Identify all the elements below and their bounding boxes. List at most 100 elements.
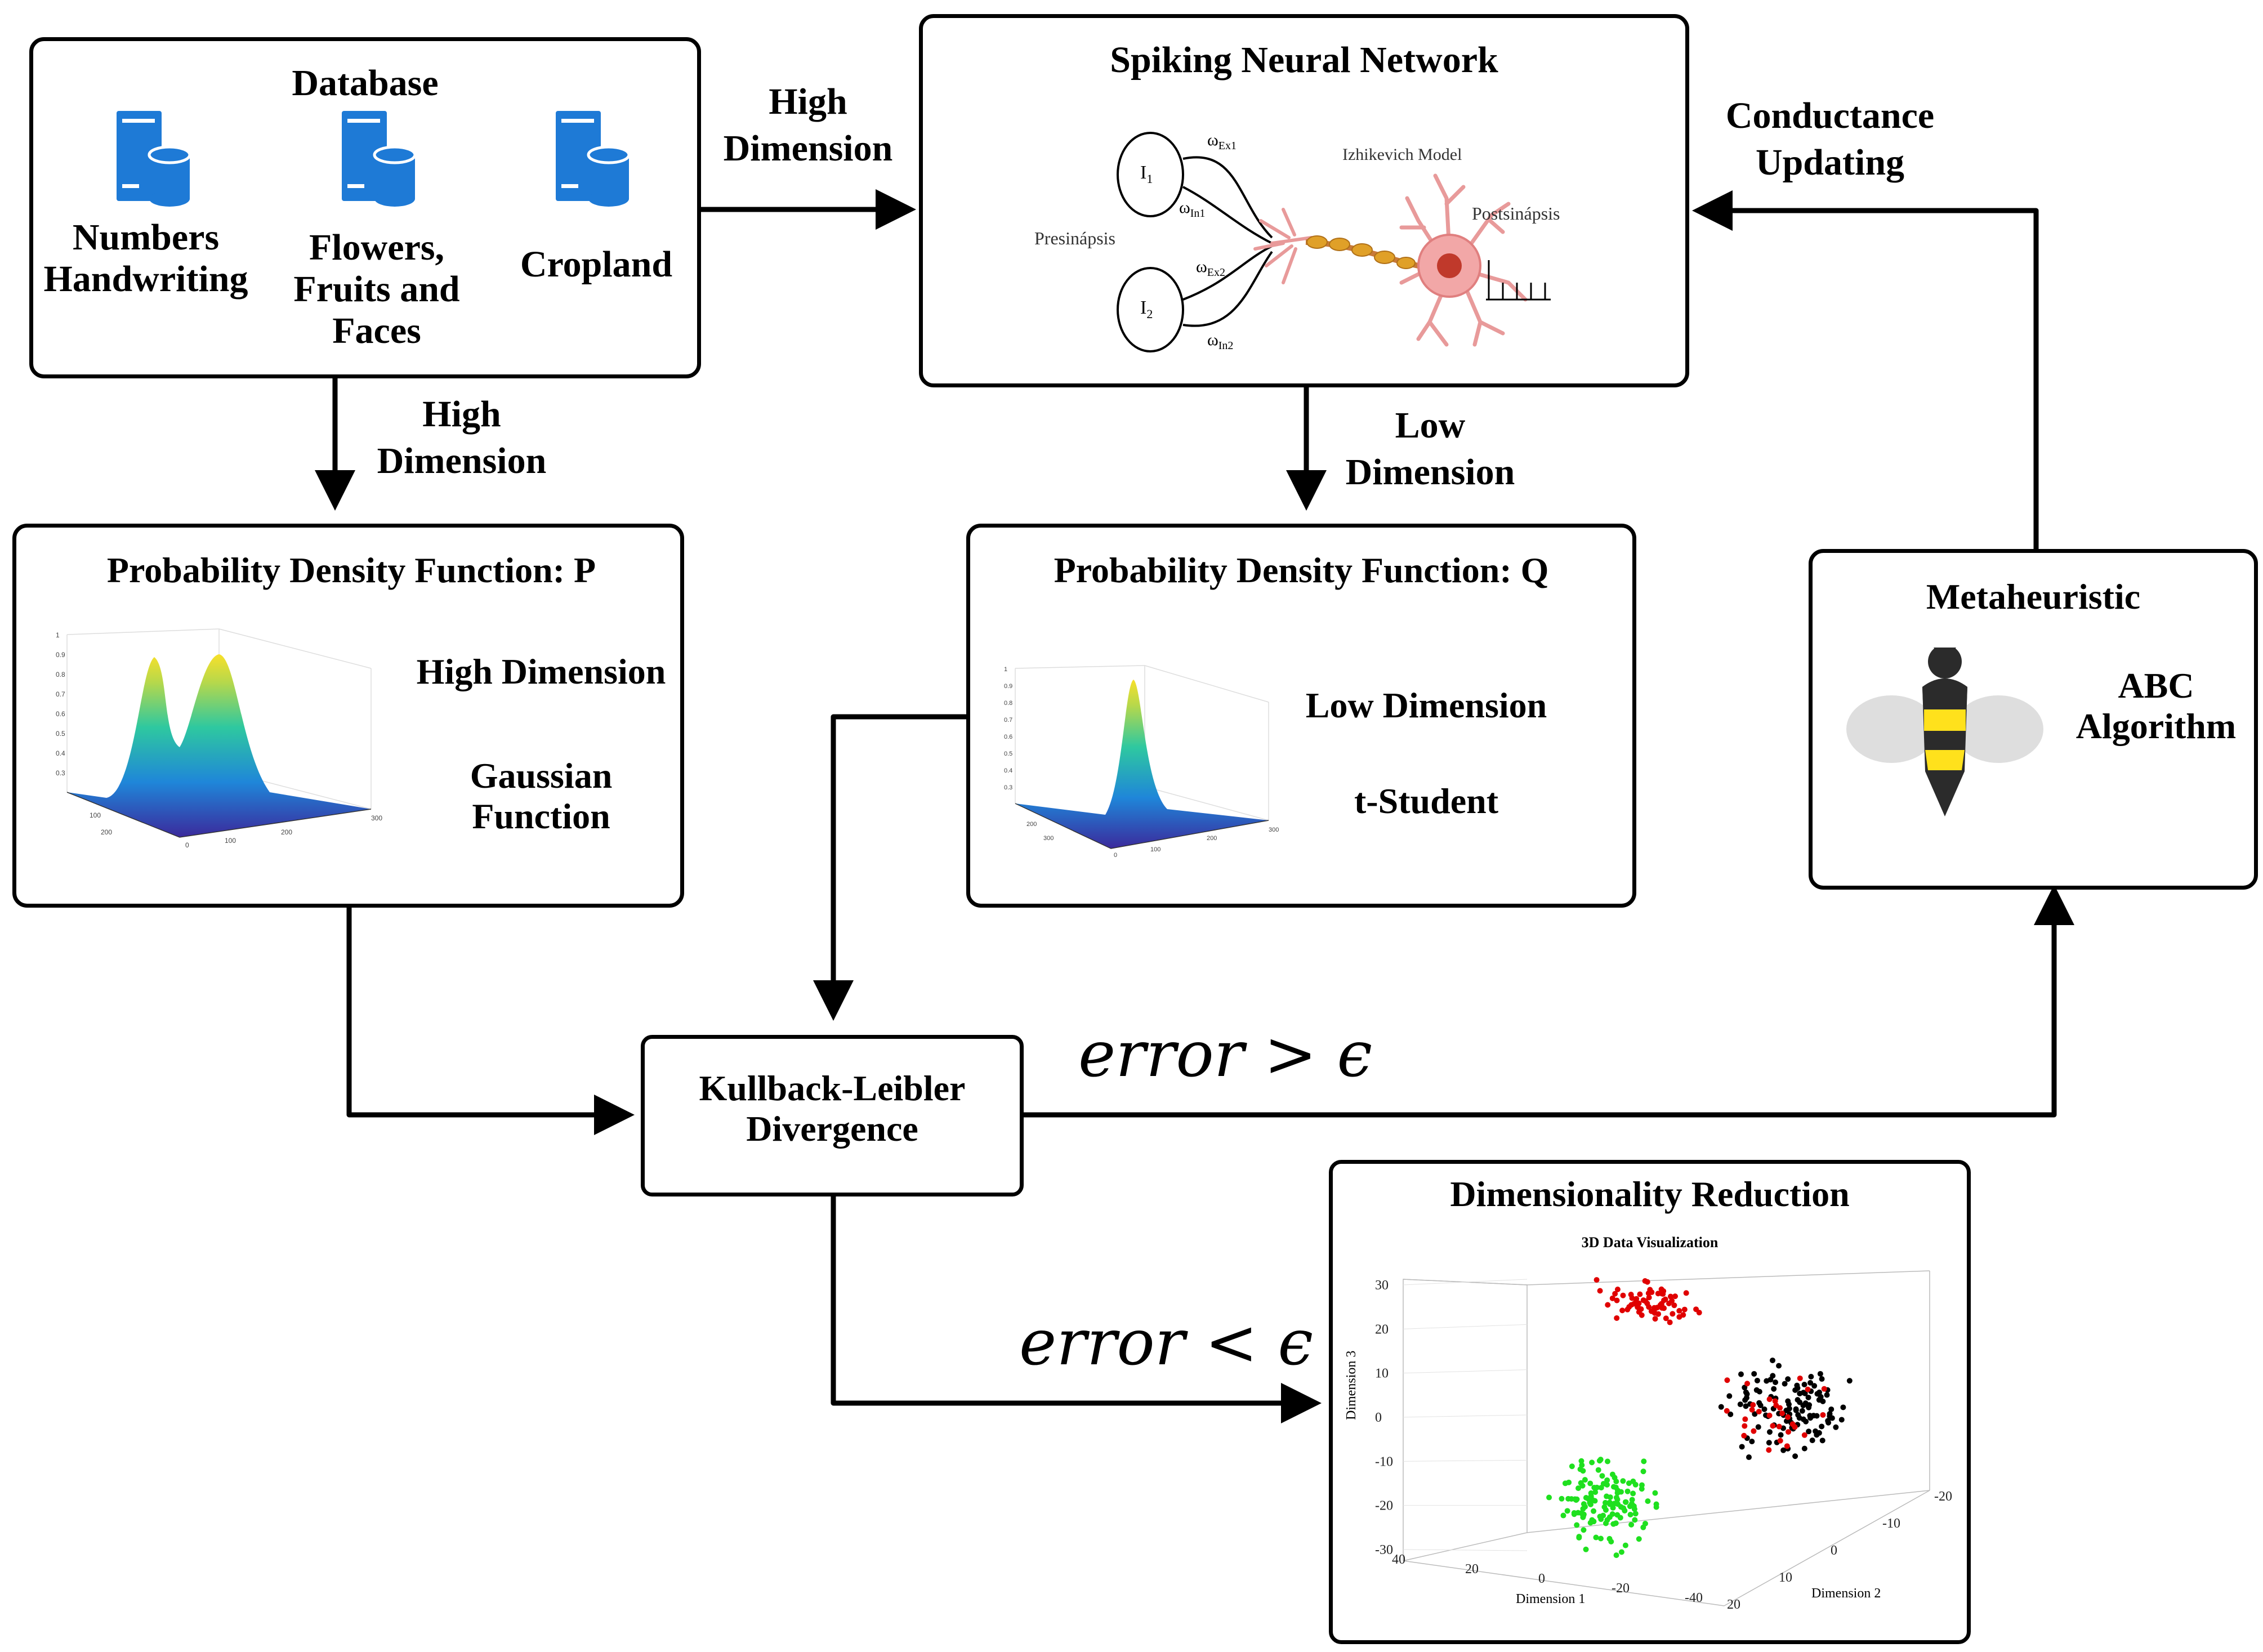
scatter-point (1667, 1319, 1673, 1325)
z-tick-label: 20 (1375, 1322, 1389, 1337)
svg-text:0.6: 0.6 (1004, 734, 1012, 740)
svg-text:0: 0 (1114, 852, 1117, 859)
scatter-point (1751, 1428, 1757, 1434)
scatter-point (1594, 1277, 1600, 1283)
edge-label-line: High (422, 394, 501, 435)
scatter-point (1792, 1453, 1798, 1459)
arrow-kl-to-dimred (831, 1196, 1322, 1423)
edge-label-line: Conductance (1725, 95, 1935, 136)
scatter-point (1683, 1290, 1689, 1296)
dataset-label-line: Flowers, (309, 227, 445, 268)
edge-label-line: Low (1395, 405, 1466, 446)
scatter-point (1672, 1293, 1679, 1300)
scatter-point (1594, 1484, 1600, 1490)
x-tick-label: -40 (1685, 1591, 1703, 1605)
svg-text:300: 300 (1269, 827, 1279, 833)
pdf-p-text2: Gaussian Function (395, 756, 688, 836)
scatter-point (1587, 1480, 1594, 1486)
scatter-point (1621, 1505, 1627, 1511)
scatter-point (1605, 1302, 1611, 1308)
input-neuron-1 (1117, 132, 1184, 217)
pdf-q-title: Probability Density Function: Q (1054, 550, 1549, 590)
scatter-point (1802, 1400, 1809, 1407)
y-tick-label: 0 (1831, 1543, 1837, 1558)
scatter-point (1603, 1507, 1609, 1513)
scatter-point (1640, 1468, 1646, 1475)
pdf-q-text2: t-Student (1354, 781, 1499, 821)
svg-text:0.4: 0.4 (56, 749, 65, 757)
scatter-point (1624, 1488, 1631, 1494)
scatter-point (1785, 1414, 1791, 1420)
arrow-kl-to-meta (1024, 885, 2074, 1118)
scatter-point (1652, 1490, 1658, 1496)
database-server-icon (342, 111, 415, 207)
scatter-point (1646, 1304, 1652, 1310)
scatter-point (1726, 1393, 1733, 1399)
database-title: Database (292, 62, 439, 104)
scatter-point (1614, 1297, 1620, 1303)
svg-text:0: 0 (185, 841, 189, 849)
scatter-point (1620, 1478, 1626, 1484)
z-tick-label: -30 (1375, 1543, 1393, 1557)
scatter-point (1569, 1463, 1575, 1470)
scatter-point (1633, 1296, 1640, 1302)
scatter-point (1816, 1430, 1822, 1436)
svg-text:100: 100 (225, 837, 236, 845)
input-1-label: I1 (1140, 162, 1153, 186)
scatter-point (1819, 1437, 1825, 1444)
scatter-point (1755, 1424, 1761, 1430)
scatter-point (1801, 1445, 1807, 1452)
scatter-point (1800, 1416, 1806, 1422)
scatter-point (1742, 1423, 1748, 1429)
scatter-point (1583, 1494, 1589, 1501)
scatter-point (1777, 1437, 1783, 1444)
scatter-point (1640, 1297, 1646, 1303)
svg-text:100: 100 (1150, 846, 1160, 853)
scatter-point (1739, 1444, 1745, 1450)
scatter-point (1817, 1370, 1823, 1377)
scatter-point (1756, 1400, 1762, 1406)
weight-ex1-symbol: ω (1207, 131, 1218, 149)
input-2-label: I2 (1140, 297, 1153, 321)
scatter-point (1630, 1490, 1636, 1497)
scatter-point (1637, 1291, 1643, 1297)
scatter-point (1609, 1295, 1615, 1301)
scatter-point (1566, 1479, 1572, 1485)
scatter-point (1580, 1506, 1586, 1512)
scatter-point (1579, 1462, 1585, 1468)
y-tick-label: -10 (1882, 1516, 1900, 1531)
scatter-point (1587, 1501, 1594, 1507)
scatter-point (1819, 1376, 1825, 1382)
scatter-point (1580, 1468, 1586, 1474)
edge-label-line: Dimension (377, 440, 547, 481)
dataset-cropland: Cropland (501, 244, 692, 285)
scatter-point (1778, 1432, 1784, 1438)
grid-line (1403, 1459, 1528, 1462)
metaheuristic-box: Metaheuristic ABC Algorithm (1809, 549, 2258, 890)
svg-text:0.5: 0.5 (1004, 751, 1012, 757)
database-server-icon (556, 111, 629, 207)
plot-title: 3D Data Visualization (1581, 1234, 1719, 1251)
scatter-point (1833, 1424, 1839, 1430)
z-tick-label: 10 (1375, 1367, 1389, 1381)
scatter-point (1546, 1494, 1552, 1501)
scatter-point (1808, 1374, 1814, 1380)
scatter-point (1667, 1293, 1673, 1300)
metaheuristic-text-line: Algorithm (2075, 706, 2237, 746)
scatter-point (1636, 1536, 1642, 1542)
grid-line (1403, 1279, 1528, 1285)
scatter-point (1614, 1512, 1621, 1518)
scatter-point (1792, 1387, 1798, 1393)
scatter-point (1574, 1522, 1580, 1528)
input-1-sub: 1 (1146, 171, 1153, 186)
scatter-point (1801, 1382, 1807, 1388)
scatter-point (1597, 1457, 1604, 1463)
scatter-point (1819, 1423, 1825, 1430)
scatter-point (1785, 1398, 1791, 1404)
arrow-p-to-kl (346, 908, 635, 1135)
bee-icon (1846, 648, 2043, 816)
